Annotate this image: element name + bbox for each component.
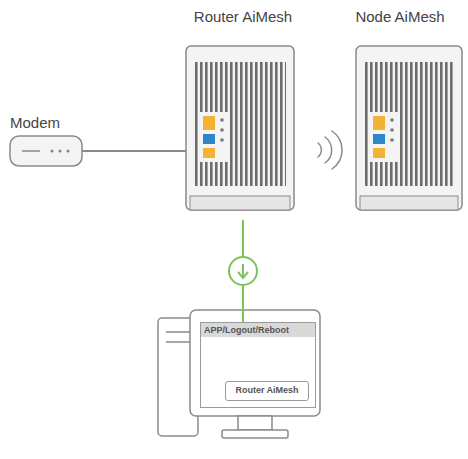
modem-device [10, 136, 82, 166]
modem-box: Modem [8, 112, 88, 168]
router-device [186, 46, 294, 210]
window-tab-label: APP/Logout/Reboot [201, 323, 315, 337]
router-entry-box: Router AiMesh [225, 381, 309, 401]
router-device-box: Router AiMesh [182, 6, 304, 214]
node-device-box: Node AiMesh [330, 6, 468, 214]
list-entry: Router AiMesh [226, 382, 308, 398]
computer-illustration [158, 310, 320, 438]
cable-line [82, 150, 186, 152]
wireless-symbol [318, 131, 342, 169]
node-device [356, 46, 462, 210]
device-label: Node AiMesh [330, 8, 468, 25]
device-label: Modem [10, 114, 86, 131]
connection-line [242, 220, 244, 322]
badge-circle [229, 257, 257, 285]
device-label: Router AiMesh [182, 8, 304, 25]
download-badge [229, 257, 257, 285]
badge-arrow-head [238, 272, 248, 278]
app-window: APP/Logout/RebootRouter AiMesh [200, 322, 316, 408]
badge-arrow-shaft [242, 264, 244, 277]
